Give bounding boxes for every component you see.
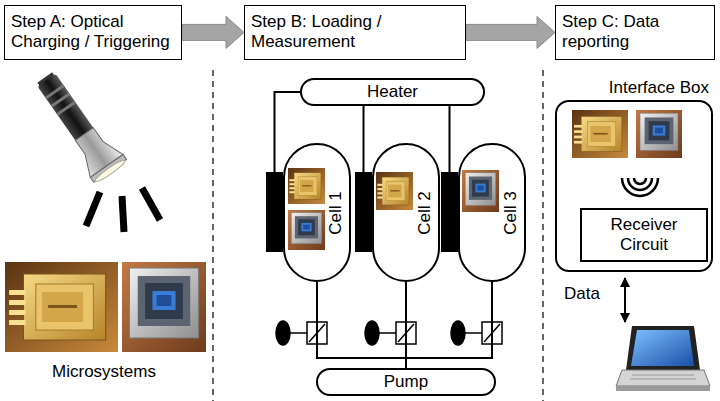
flashlight-icon	[56, 101, 76, 116]
cell-label: Cell 2	[415, 191, 435, 234]
valve-symbol	[276, 321, 290, 345]
laptop-icon	[616, 370, 710, 386]
step-arrow	[182, 16, 244, 48]
wireless-wave	[622, 178, 658, 196]
heater-electrode	[266, 172, 283, 252]
wire-connector	[450, 106, 459, 180]
light-ray	[122, 196, 124, 232]
wireless-wave	[628, 178, 652, 190]
cell-sample-photo	[376, 172, 413, 210]
heater-electrode	[355, 172, 372, 252]
laptop-icon	[630, 375, 696, 379]
cell-sample-photo	[288, 210, 325, 250]
flashlight-icon	[51, 92, 71, 107]
laptop-icon	[616, 326, 710, 391]
step-divider	[212, 70, 213, 401]
light-ray	[86, 192, 100, 226]
step-header: Step C: Data reporting	[555, 5, 715, 60]
step-title: Step C: Data reporting	[562, 12, 659, 51]
wire-connector	[275, 92, 301, 180]
pump-box: Pump	[316, 368, 496, 396]
wireless-wave	[622, 178, 658, 196]
step-header: Step A: Optical Charging / Triggering	[4, 5, 182, 60]
cell-chamber: Cell 1	[283, 143, 351, 282]
heater-label: Heater	[367, 82, 418, 102]
cell-chamber: Cell 2	[372, 143, 440, 282]
interface-box: Interface BoxReceiver Circuit	[555, 100, 713, 272]
signal-label: Data	[564, 284, 616, 304]
pump-label: Pump	[384, 372, 428, 392]
step-header: Step B: Loading / Measurement	[244, 5, 466, 60]
wireless-wave	[634, 178, 646, 184]
heater-box: Heater	[300, 78, 485, 106]
cell-chamber: Cell 3	[458, 143, 526, 282]
microsystem-photo	[122, 262, 206, 352]
interface-photo	[572, 110, 628, 158]
data-arrow	[624, 278, 626, 322]
interface-photo	[636, 110, 682, 158]
valve-symbol	[365, 321, 379, 345]
flashlight-icon	[28, 66, 128, 185]
wire-connector	[364, 106, 373, 180]
receiver-box: Receiver Circuit	[580, 208, 708, 262]
receiver-label: Receiver Circuit	[586, 215, 702, 256]
valve-symbol	[465, 332, 482, 334]
data-arrow	[625, 278, 626, 322]
step-title: Step A: Optical Charging / Triggering	[11, 12, 170, 51]
cell-sample-photo	[288, 168, 325, 204]
flashlight-icon	[37, 74, 94, 142]
step-divider	[213, 70, 543, 401]
cell-label: Cell 3	[501, 191, 521, 234]
light-ray	[86, 188, 160, 232]
cell-sample-photo	[462, 170, 499, 212]
heater-electrode	[441, 172, 458, 252]
caption-label: Microsystems	[4, 362, 204, 382]
laptop-icon	[631, 330, 694, 366]
laptop-icon	[626, 326, 700, 370]
valve-symbol	[276, 321, 502, 345]
cell-sample-photo	[288, 168, 499, 250]
flashlight-icon	[45, 84, 65, 99]
wire-connector	[405, 282, 407, 368]
step-arrow	[466, 16, 555, 48]
wire-connector	[317, 282, 406, 368]
microsystem-photo	[5, 262, 206, 352]
flashlight-icon	[94, 158, 127, 184]
valve-symbol	[451, 321, 465, 345]
wire-connector	[406, 282, 492, 368]
interface-label: Interface Box	[609, 78, 709, 98]
valve-symbol	[290, 332, 307, 334]
cell-label: Cell 1	[326, 191, 346, 234]
laptop-icon	[616, 386, 710, 391]
step-divider	[542, 70, 543, 401]
step-title: Step B: Loading / Measurement	[251, 12, 381, 51]
microsystem-photo	[5, 262, 118, 352]
interface-photo	[572, 110, 682, 158]
valve-symbol	[379, 332, 396, 334]
light-ray	[142, 188, 160, 220]
